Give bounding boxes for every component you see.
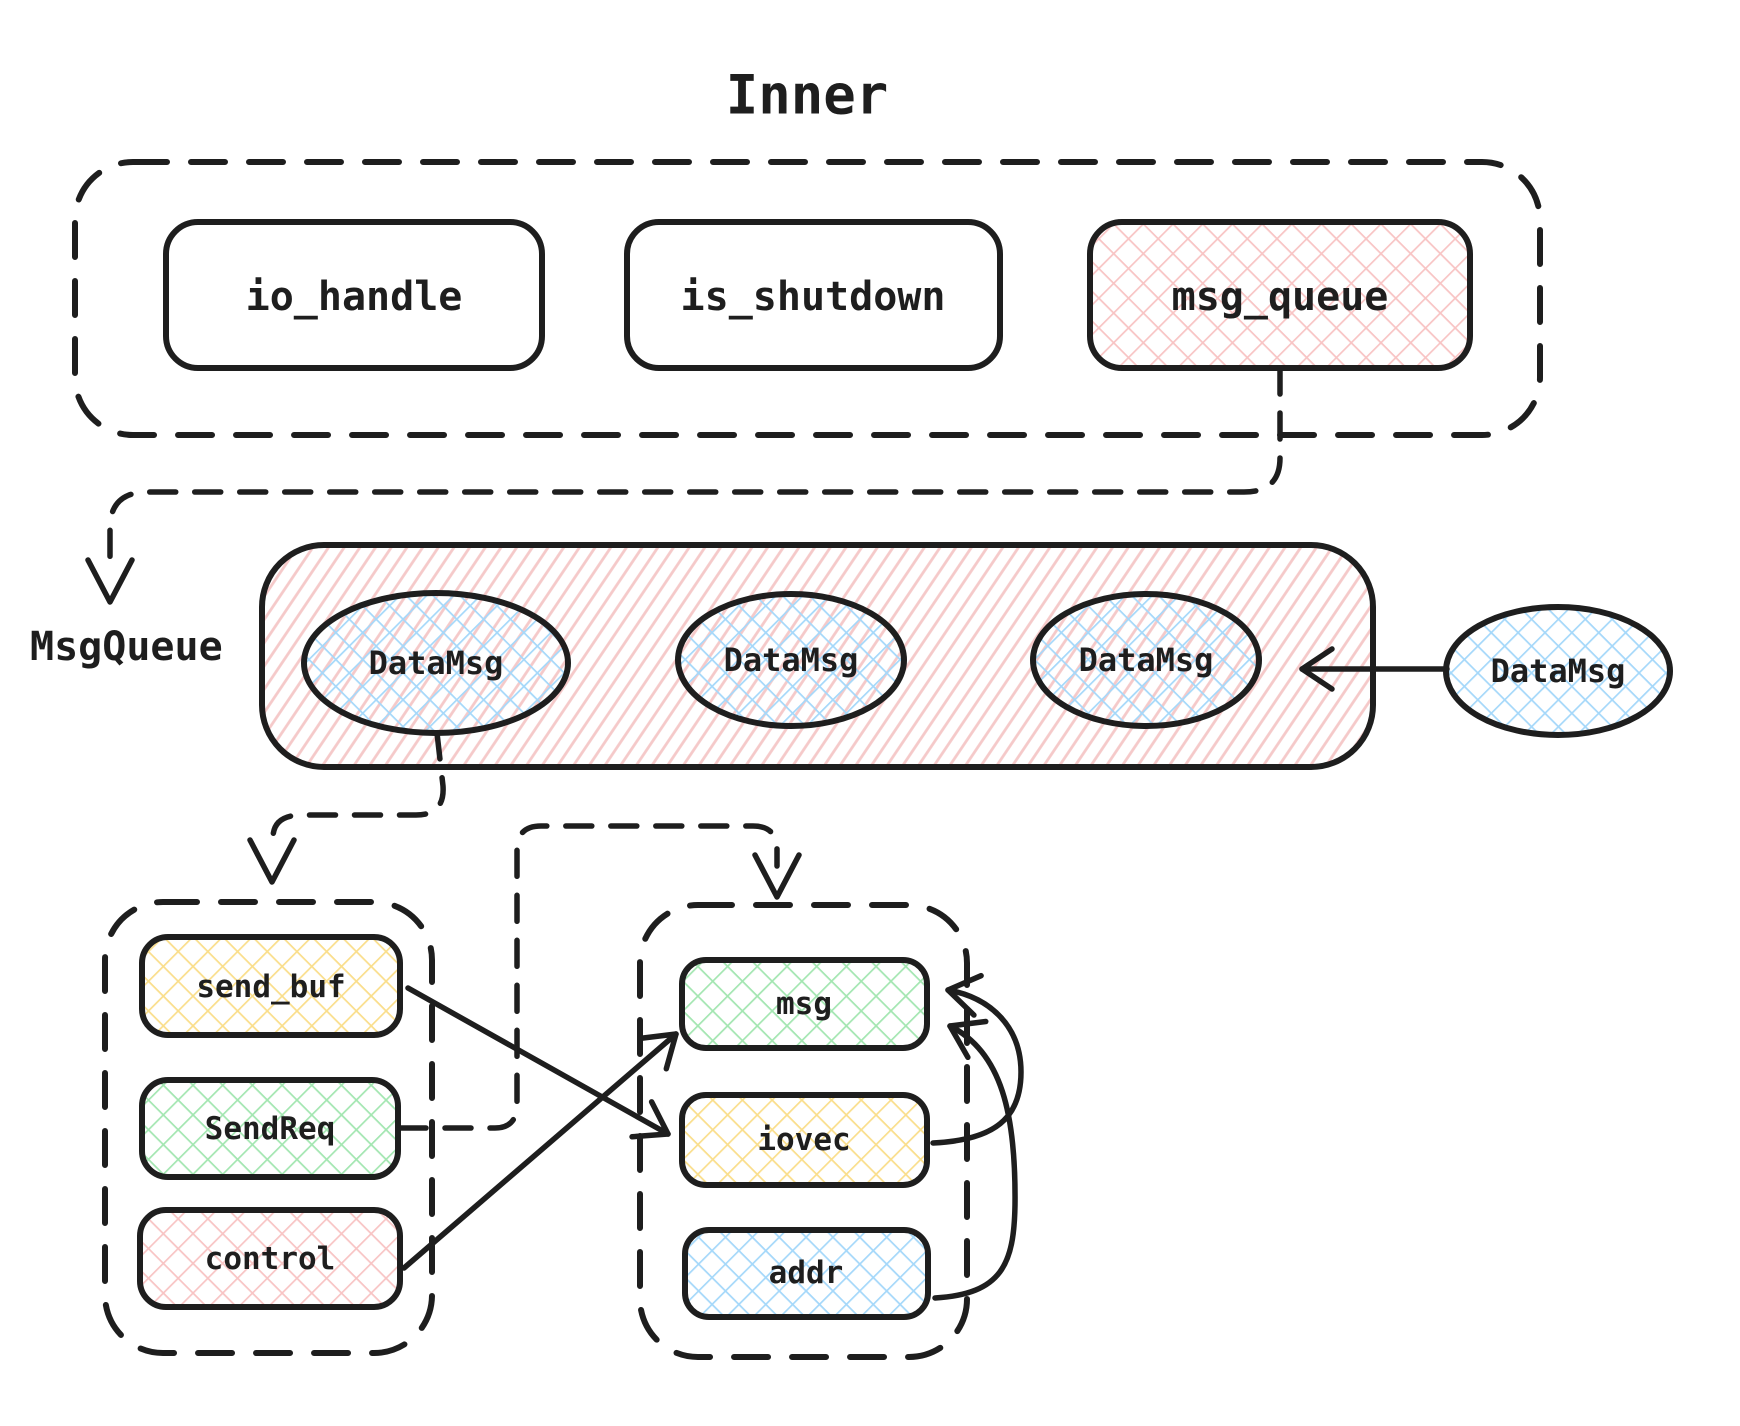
- queue-item-datamsg-1: DataMsg: [301, 590, 571, 736]
- queue-item-datamsg-2: DataMsg: [675, 591, 907, 729]
- node-msg-label: msg: [776, 986, 832, 1022]
- node-control-label: control: [205, 1241, 336, 1277]
- edge-sendreq-to-msghdr: [397, 823, 780, 1131]
- sendreq-struct-container: [102, 899, 435, 1356]
- incoming-datamsg-label: DataMsg: [1491, 652, 1626, 690]
- incoming-datamsg: DataMsg: [1443, 604, 1673, 738]
- queue-item-datamsg-3: DataMsg: [1030, 591, 1262, 729]
- node-is-shutdown: is_shutdown: [624, 219, 1003, 371]
- edge-sendbuf-to-iovec: [405, 985, 671, 1140]
- node-addr: addr: [682, 1227, 931, 1320]
- node-sendreq-label: SendReq: [205, 1111, 336, 1147]
- edge-iovec-to-msg: [930, 972, 1024, 1146]
- msghdr-struct-container: [637, 902, 970, 1360]
- node-send-buf: send_buf: [139, 934, 403, 1038]
- msgqueue-arrow-down-icon: [85, 557, 135, 605]
- node-iovec: iovec: [679, 1092, 930, 1188]
- msgqueue-label: MsgQueue: [30, 624, 223, 670]
- node-io-handle-label: io_handle: [246, 274, 463, 320]
- edge-msgqueue-dashed: [107, 365, 1283, 571]
- edge-datamsg-to-sendreq: [269, 730, 446, 855]
- sendreq-arrow-down-icon: [247, 837, 297, 885]
- edge-addr-to-msg: [932, 1018, 1018, 1301]
- diagram-title: Inner: [726, 64, 889, 127]
- edge-control-to-msg: [401, 1031, 679, 1271]
- node-is-shutdown-label: is_shutdown: [681, 274, 946, 320]
- node-msg-queue-label: msg_queue: [1172, 274, 1389, 320]
- node-io-handle: io_handle: [163, 219, 545, 371]
- queue-item-label: DataMsg: [724, 641, 859, 679]
- queue-item-label: DataMsg: [369, 644, 504, 682]
- node-send-buf-label: send_buf: [196, 969, 345, 1005]
- inner-struct-container: [72, 159, 1543, 438]
- node-sendreq: SendReq: [139, 1077, 401, 1180]
- node-msg: msg: [679, 957, 930, 1051]
- node-msg-queue: msg_queue: [1087, 219, 1473, 371]
- node-iovec-label: iovec: [757, 1122, 850, 1158]
- queue-item-label: DataMsg: [1079, 641, 1214, 679]
- node-control: control: [137, 1207, 403, 1310]
- node-addr-label: addr: [769, 1255, 844, 1291]
- msghdr-arrow-down-icon: [752, 852, 802, 900]
